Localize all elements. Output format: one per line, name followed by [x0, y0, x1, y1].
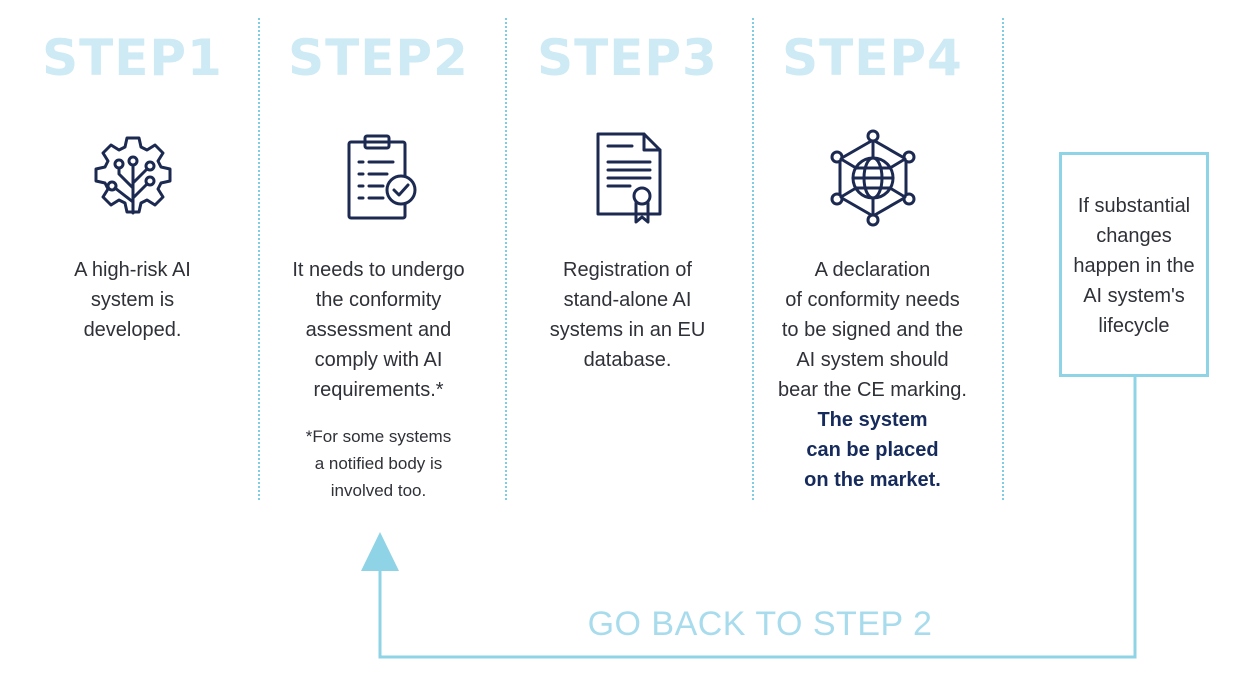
desc-line: A declaration [814, 259, 931, 281]
side-line: AI system's [1083, 285, 1185, 307]
footnote-line: involved too. [330, 481, 427, 500]
certificate-document-icon [596, 132, 661, 224]
desc-line: the conformity [315, 289, 442, 311]
desc-line: database. [583, 349, 672, 371]
lifecycle-change-text: If substantial changes happen in the AI … [1062, 191, 1206, 341]
desc-line: bear the CE marking. [778, 379, 967, 401]
lifecycle-change-box: If substantial changes happen in the AI … [1059, 152, 1209, 377]
divider-1 [258, 18, 260, 500]
step-2-title: STEP2 [288, 29, 469, 87]
desc-line: Registration of [563, 259, 692, 281]
desc-line: assessment and [305, 319, 452, 341]
side-line: If substantial [1077, 195, 1191, 217]
step-1-title: STEP1 [42, 29, 223, 87]
desc-line: system is [90, 289, 175, 311]
desc-line: developed. [83, 319, 182, 341]
step-3-description: Registration of stand-alone AI systems i… [505, 255, 750, 375]
divider-3 [752, 18, 754, 500]
step-2-description: It needs to undergo the conformity asses… [256, 255, 501, 405]
side-line: changes [1096, 225, 1172, 247]
side-line: lifecycle [1098, 315, 1170, 337]
desc-line: It needs to undergo [292, 259, 465, 281]
globe-network-icon [830, 129, 915, 227]
footnote-line: a notified body is [314, 454, 443, 473]
step-1-description: A high-risk AI system is developed. [10, 255, 255, 345]
desc-line: systems in an EU [549, 319, 706, 341]
desc-line: of conformity needs [785, 289, 960, 311]
desc-line: AI system should [796, 349, 949, 371]
market-line: can be placed [806, 439, 939, 461]
divider-4 [1002, 18, 1004, 500]
step-3-title: STEP3 [537, 29, 718, 87]
footnote-line: *For some systems [305, 427, 452, 446]
step-2-footnote: *For some systems a notified body is inv… [256, 423, 501, 504]
market-line: on the market. [804, 469, 941, 491]
desc-line: comply with AI [314, 349, 443, 371]
desc-line: requirements.* [313, 379, 444, 401]
desc-line: to be signed and the [781, 319, 964, 341]
go-back-label: GO BACK TO STEP 2 [587, 605, 933, 643]
side-line: happen in the [1073, 255, 1195, 277]
arrow-head [361, 532, 399, 571]
step-4-title: STEP4 [782, 29, 963, 87]
ai-brain-gear-icon [94, 136, 171, 215]
divider-2 [505, 18, 507, 500]
desc-line: A high-risk AI [74, 259, 191, 281]
market-line: The system [817, 409, 928, 431]
feedback-line [378, 377, 1137, 659]
clipboard-check-icon [347, 134, 416, 220]
step-4-description: A declaration of conformity needs to be … [750, 255, 995, 495]
desc-line: stand-alone AI [563, 289, 692, 311]
